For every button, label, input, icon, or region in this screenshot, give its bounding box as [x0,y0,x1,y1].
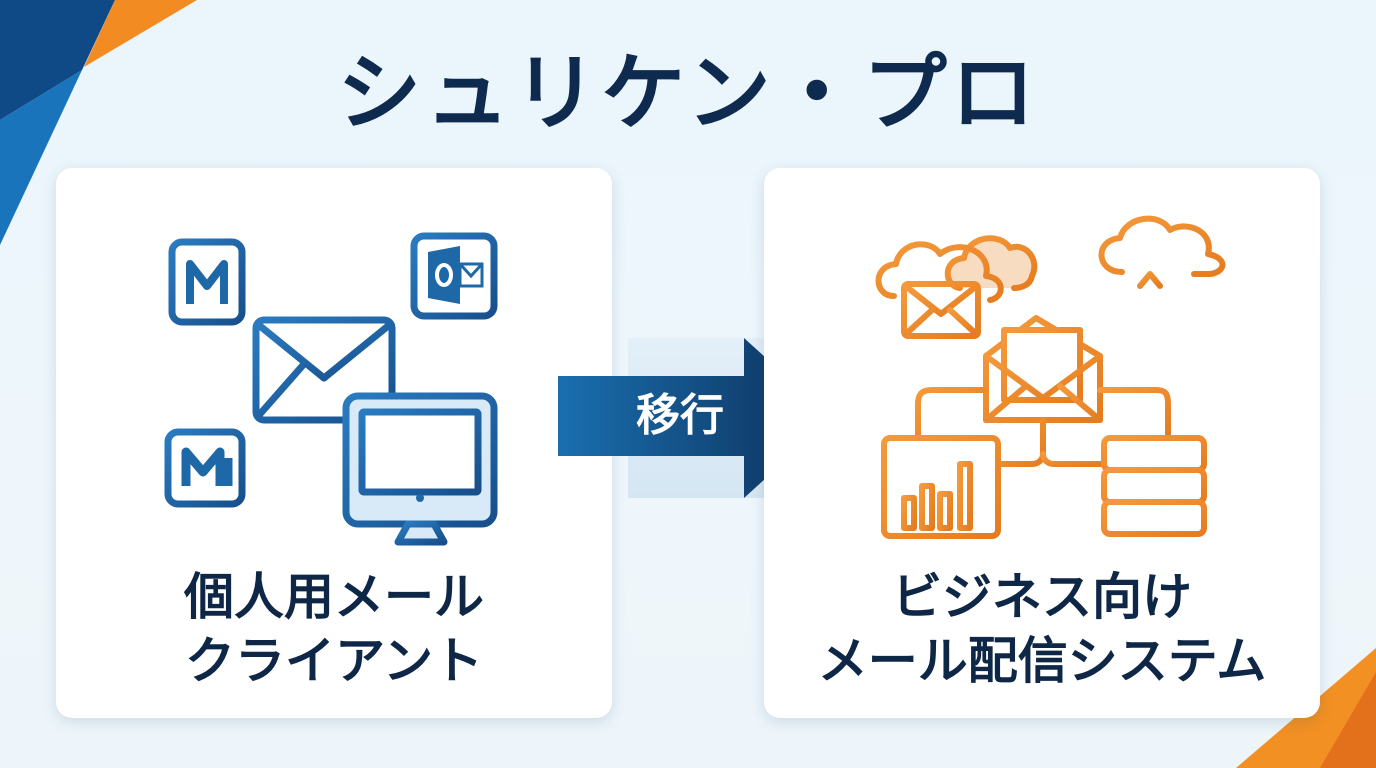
personal-mail-client-card: 個人用メール クライアント [56,168,612,718]
page-title: シュリケン・プロ [337,44,1039,142]
migration-label: 移行 [636,390,724,441]
analytics-chart-icon [881,435,1001,539]
business-mail-delivery-system-icon [875,215,1226,539]
outlook-icon [410,232,498,320]
gmail-icon-top [168,238,246,326]
cloud-mail-icon [875,241,1004,303]
personal-mail-clients-network-icon [164,232,498,546]
left-card-title-line2: クライアント [185,632,483,690]
corner-shape-orange-dark-bottom [1320,672,1376,768]
left-card-title-line1: 個人用メール [184,568,484,626]
right-card-title-line2: メール配信システム [817,632,1267,690]
right-card-title-line1: ビジネス向け [892,568,1192,626]
migration-arrow [558,338,832,498]
arrow-shape [558,338,832,498]
gmail-icon-bottom [164,428,246,508]
envelope-icon [252,316,396,424]
business-mail-system-card: ビジネス向け メール配信システム [764,168,1320,718]
cloud-upload-icon [1098,215,1226,277]
